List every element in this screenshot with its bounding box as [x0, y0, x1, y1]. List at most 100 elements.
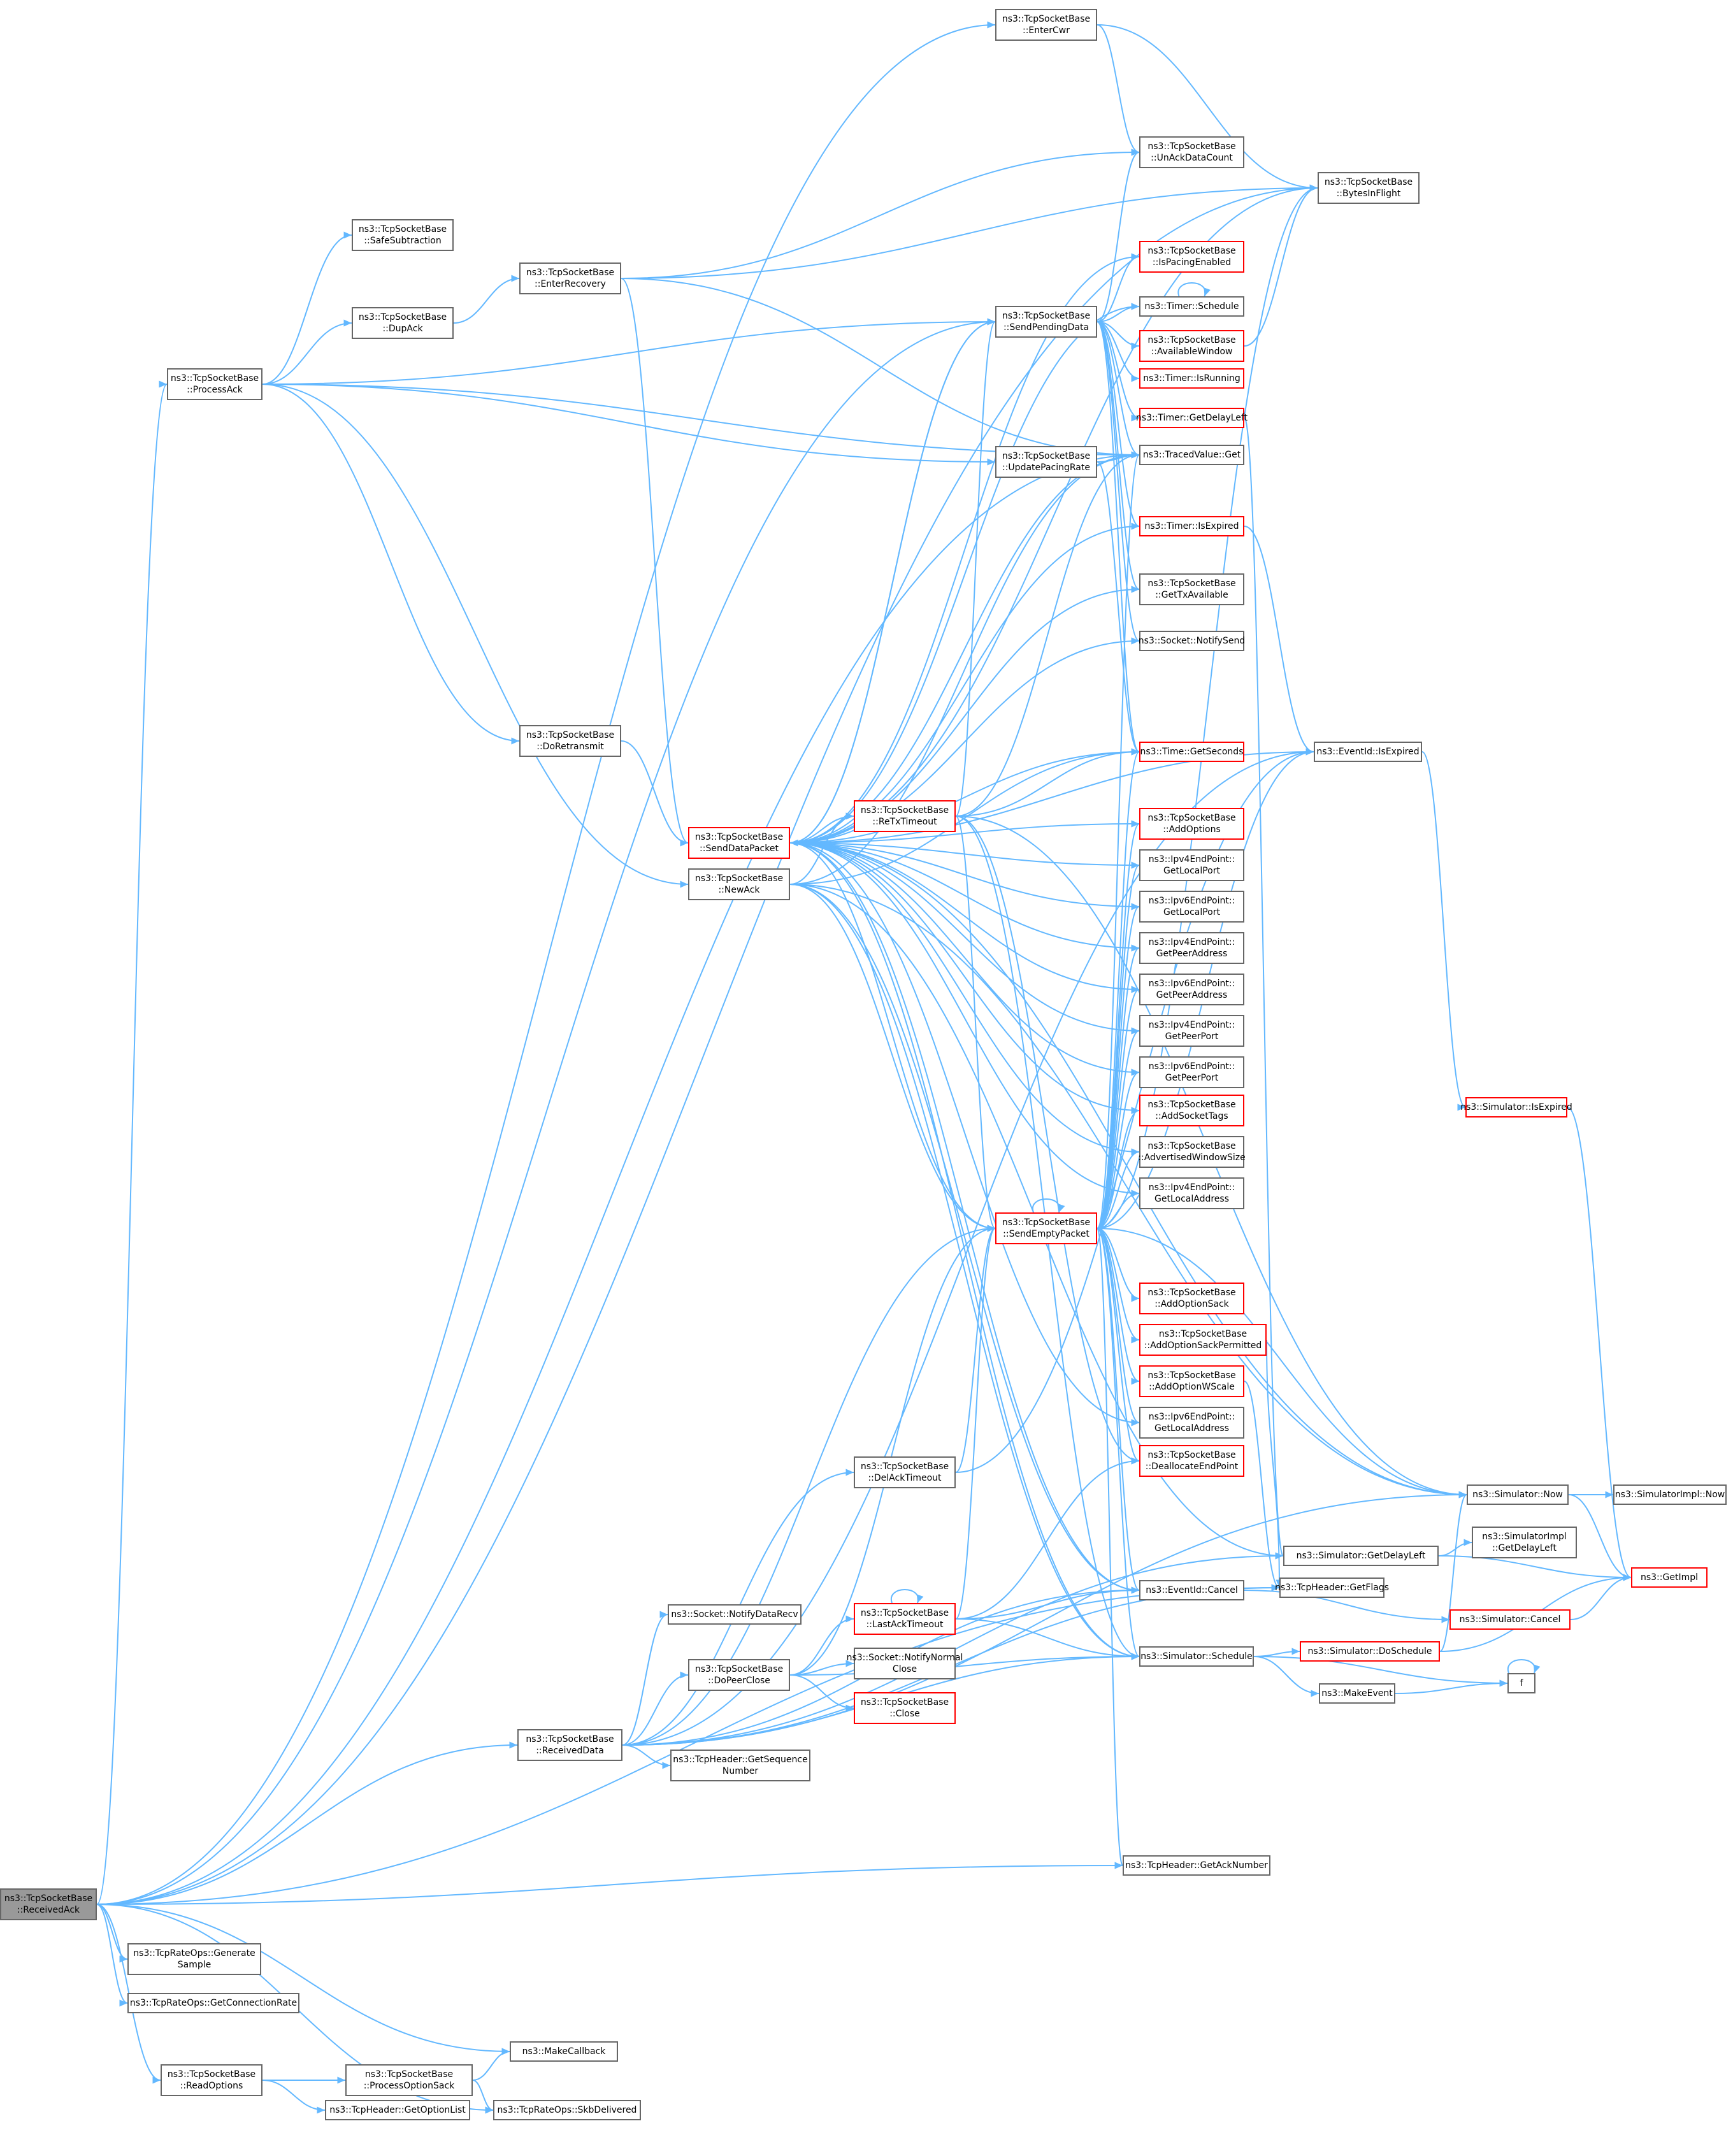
- function-node-n19[interactable]: ns3::TcpSocketBase::DoRetransmit: [519, 725, 621, 757]
- function-node-n33[interactable]: ns3::Simulator::IsExpired: [1460, 1097, 1572, 1118]
- function-node-n18[interactable]: ns3::Socket::NotifySend: [1139, 631, 1245, 651]
- function-node-label: ns3::TcpSocketBase: [694, 832, 784, 842]
- function-node-n32[interactable]: ns3::TcpSocketBase::AddSocketTags: [1139, 1095, 1244, 1126]
- function-node-n20[interactable]: ns3::EventId::IsExpired: [1314, 742, 1422, 762]
- function-node-n36[interactable]: ns3::TcpSocketBase::SendEmptyPacket: [995, 1212, 1097, 1244]
- function-node-label: ::AddSocketTags: [1155, 1111, 1228, 1121]
- function-node-label: ::ReTxTimeout: [872, 817, 937, 827]
- function-node-n67[interactable]: ns3::TcpSocketBase::ProcessOptionSack: [345, 2064, 473, 2096]
- function-node-n9[interactable]: ns3::TcpSocketBase::SendPendingData: [995, 306, 1097, 338]
- function-node-n47[interactable]: ns3::GetImpl: [1631, 1567, 1708, 1588]
- function-node-n24[interactable]: ns3::TcpSocketBase::AddOptions: [1139, 808, 1244, 840]
- call-edge-n22-n32: [789, 842, 1140, 1114]
- call-edge-n42-n36: [955, 1225, 996, 1473]
- function-node-label: ::ProcessOptionSack: [363, 2081, 455, 2091]
- call-edge-n1-n14: [262, 384, 996, 466]
- function-node-n49[interactable]: ns3::EventId::Cancel: [1139, 1580, 1244, 1600]
- function-node-n43[interactable]: ns3::Simulator::Now: [1467, 1484, 1569, 1505]
- function-node-n31[interactable]: ns3::Ipv6EndPoint::GetPeerPort: [1139, 1056, 1244, 1088]
- call-edge-n36-n37: [1097, 1228, 1140, 1302]
- function-node-n35[interactable]: ns3::Ipv4EndPoint::GetLocalAddress: [1139, 1177, 1244, 1209]
- function-node-n56[interactable]: ns3::Simulator::DoSchedule: [1300, 1641, 1440, 1662]
- function-node-label: ::DoRetransmit: [536, 742, 604, 752]
- function-node-n38[interactable]: ns3::TcpSocketBase::AddOptionSackPermitt…: [1139, 1324, 1267, 1356]
- call-edge-n33-n47: [1567, 1107, 1632, 1581]
- function-node-n39[interactable]: ns3::TcpSocketBase::AddOptionWScale: [1139, 1365, 1244, 1397]
- function-node-n42[interactable]: ns3::TcpSocketBase::DelAckTimeout: [854, 1456, 956, 1488]
- function-node-n60[interactable]: ns3::TcpSocketBase::ReceivedData: [517, 1729, 622, 1761]
- function-node-n58[interactable]: ns3::MakeEvent: [1319, 1683, 1395, 1704]
- function-node-n59[interactable]: f: [1507, 1673, 1535, 1693]
- function-node-n51[interactable]: ns3::TcpSocketBase::LastAckTimeout: [854, 1603, 956, 1635]
- function-node-n41[interactable]: ns3::TcpSocketBase::DeallocateEndPoint: [1139, 1445, 1244, 1477]
- function-node-n34[interactable]: ns3::TcpSocketBase::AdvertisedWindowSize: [1138, 1136, 1246, 1168]
- function-node-label: ::EnterRecovery: [535, 279, 606, 289]
- function-node-label: ns3::Ipv4EndPoint::: [1148, 1020, 1235, 1030]
- function-node-n28[interactable]: ns3::Ipv4EndPoint::GetPeerAddress: [1139, 932, 1244, 964]
- function-node-n11[interactable]: ns3::TcpSocketBase::AvailableWindow: [1139, 330, 1244, 362]
- function-node-n12[interactable]: ns3::Timer::IsRunning: [1139, 368, 1244, 389]
- function-node-n45[interactable]: ns3::SimulatorImpl::GetDelayLeft: [1472, 1527, 1577, 1558]
- call-edge-n22-n10: [789, 303, 1140, 844]
- function-node-n29[interactable]: ns3::Ipv6EndPoint::GetPeerAddress: [1139, 974, 1244, 1005]
- function-node-n69[interactable]: ns3::TcpRateOps::SkbDelivered: [493, 2100, 641, 2120]
- function-node-label: ::IsPacingEnabled: [1152, 257, 1232, 268]
- function-node-n4[interactable]: ns3::TcpSocketBase::EnterRecovery: [519, 262, 621, 294]
- call-edge-n25-n57: [789, 884, 1140, 1660]
- call-edge-n22-n16: [789, 522, 1140, 844]
- function-node-n25[interactable]: ns3::TcpSocketBase::NewAck: [688, 868, 790, 900]
- function-node-n14[interactable]: ns3::TcpSocketBase::UpdatePacingRate: [995, 446, 1097, 478]
- function-node-n37[interactable]: ns3::TcpSocketBase::AddOptionSack: [1139, 1283, 1244, 1314]
- function-node-label: ::GetTxAvailable: [1155, 590, 1228, 600]
- function-node-n65[interactable]: ns3::MakeCallback: [510, 2041, 618, 2062]
- function-node-label: ::AvailableWindow: [1151, 347, 1233, 357]
- function-node-n5[interactable]: ns3::TcpSocketBase::EnterCwr: [995, 9, 1097, 41]
- function-node-n64[interactable]: ns3::TcpRateOps::GetConnectionRate: [127, 1993, 299, 2013]
- function-node-n17[interactable]: ns3::TcpSocketBase::GetTxAvailable: [1139, 573, 1244, 605]
- function-node-n55[interactable]: ns3::TcpSocketBase::Close: [854, 1692, 956, 1724]
- function-node-n46[interactable]: ns3::Simulator::GetDelayLeft: [1283, 1546, 1439, 1566]
- function-node-n50[interactable]: ns3::Simulator::Cancel: [1449, 1609, 1571, 1630]
- function-node-label: ns3::Timer::GetDelayLeft: [1135, 413, 1248, 423]
- function-node-label: ns3::MakeCallback: [522, 2046, 606, 2057]
- function-node-n44[interactable]: ns3::SimulatorImpl::Now: [1613, 1484, 1727, 1505]
- function-node-n68[interactable]: ns3::TcpHeader::GetOptionList: [325, 2100, 470, 2120]
- function-node-n2[interactable]: ns3::TcpSocketBase::SafeSubtraction: [352, 219, 454, 251]
- function-node-label: GetLocalAddress: [1154, 1423, 1229, 1434]
- function-node-n40[interactable]: ns3::Ipv6EndPoint::GetLocalAddress: [1139, 1407, 1244, 1439]
- call-edge-n25-n21: [789, 748, 1140, 885]
- function-node-n15[interactable]: ns3::TracedValue::Get: [1139, 445, 1244, 465]
- function-node-n8[interactable]: ns3::TcpSocketBase::IsPacingEnabled: [1139, 241, 1244, 273]
- function-node-n1[interactable]: ns3::TcpSocketBase::ProcessAck: [167, 368, 262, 400]
- function-node-n26[interactable]: ns3::Ipv4EndPoint::GetLocalPort: [1139, 849, 1244, 881]
- function-node-n27[interactable]: ns3::Ipv6EndPoint::GetLocalPort: [1139, 891, 1244, 923]
- function-node-n54[interactable]: ns3::TcpSocketBase::DoPeerClose: [688, 1659, 790, 1691]
- call-edge-n43-n47: [1568, 1494, 1632, 1581]
- function-node-n16[interactable]: ns3::Timer::IsExpired: [1139, 516, 1244, 536]
- function-node-n62[interactable]: ns3::TcpHeader::GetAckNumber: [1123, 1855, 1270, 1876]
- call-edge-n9-n11: [1097, 321, 1140, 350]
- function-node-n10[interactable]: ns3::Timer::Schedule: [1139, 296, 1244, 317]
- function-node-label: ns3::Ipv6EndPoint::: [1148, 1412, 1235, 1422]
- function-node-n66[interactable]: ns3::TcpSocketBase::ReadOptions: [161, 2064, 262, 2096]
- function-node-n23[interactable]: ns3::TcpSocketBase::ReTxTimeout: [854, 800, 956, 832]
- function-node-n48[interactable]: ns3::TcpHeader::GetFlags: [1275, 1577, 1389, 1598]
- function-node-label: ns3::TcpSocketBase: [4, 1894, 93, 1904]
- function-node-n52[interactable]: ns3::Socket::NotifyDataRecv: [668, 1604, 802, 1625]
- function-node-label: ::DelAckTimeout: [868, 1473, 942, 1483]
- function-node-n57[interactable]: ns3::Simulator::Schedule: [1139, 1646, 1254, 1667]
- function-node-n21[interactable]: ns3::Time::GetSeconds: [1139, 742, 1244, 762]
- call-edge-n1-n15: [262, 384, 1140, 459]
- function-node-n7[interactable]: ns3::TcpSocketBase::BytesInFlight: [1318, 172, 1420, 204]
- function-node-n30[interactable]: ns3::Ipv4EndPoint::GetPeerPort: [1139, 1015, 1244, 1047]
- function-node-n6[interactable]: ns3::TcpSocketBase::UnAckDataCount: [1139, 136, 1244, 168]
- function-node-n13[interactable]: ns3::Timer::GetDelayLeft: [1136, 408, 1248, 428]
- function-node-n22[interactable]: ns3::TcpSocketBase::SendDataPacket: [688, 827, 790, 859]
- function-node-label: ns3::TcpRateOps::SkbDelivered: [497, 2105, 637, 2115]
- call-edge-n22-n18: [789, 637, 1140, 844]
- call-edge-n23-n36: [955, 816, 996, 1232]
- function-node-n3[interactable]: ns3::TcpSocketBase::DupAck: [352, 307, 454, 339]
